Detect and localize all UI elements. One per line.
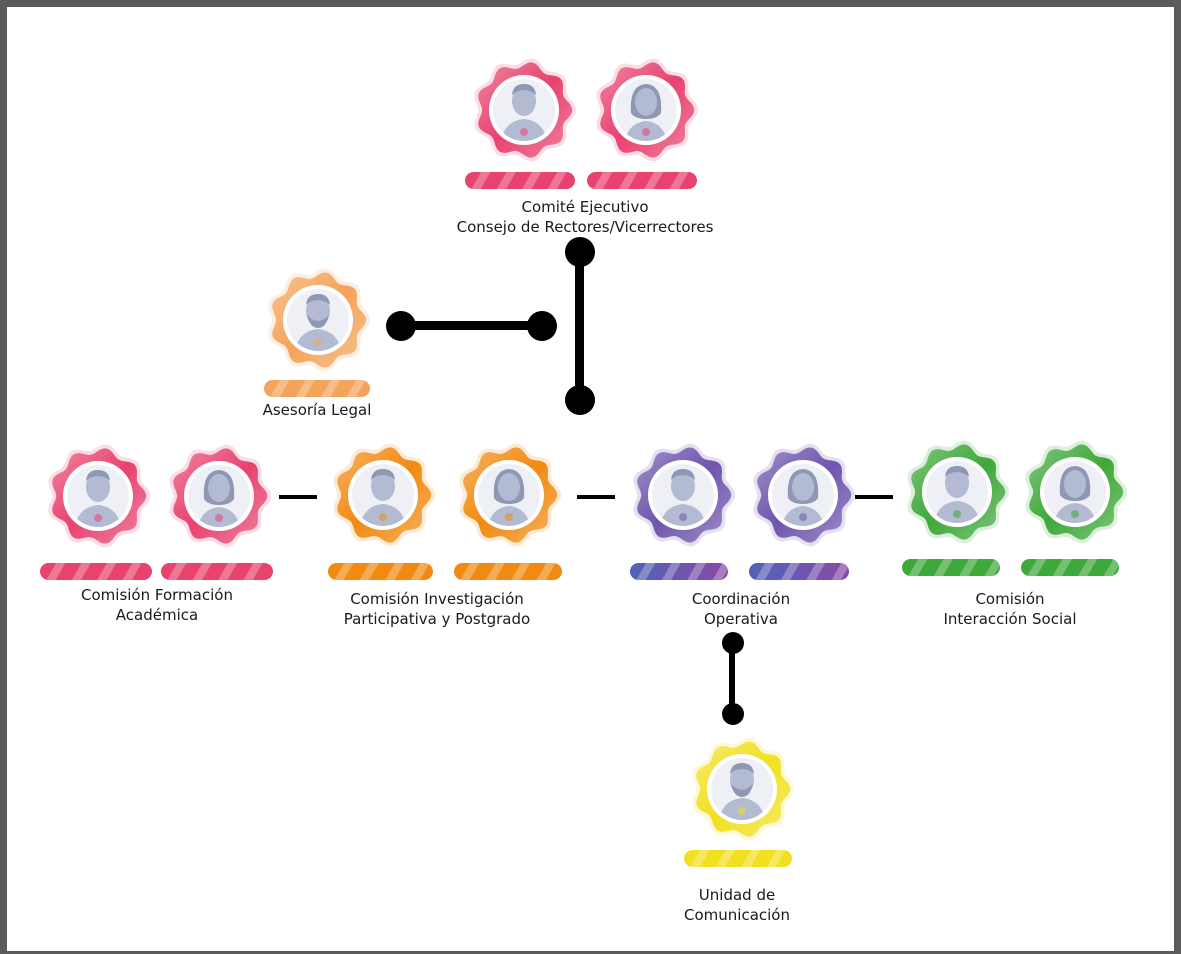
name-bar	[587, 172, 697, 189]
connector-line	[575, 257, 584, 392]
avatar-coordinacion-woman	[748, 440, 858, 550]
avatar-badge-bar-chart-icon	[333, 443, 436, 547]
label-asesoria: Asesoría Legal	[262, 401, 372, 419]
label-comite: Comité Ejecutivo Consejo de Rectores/Vic…	[456, 198, 714, 236]
connector-dot	[386, 311, 416, 341]
connector-line	[729, 649, 735, 704]
avatar-investigacion-woman	[454, 440, 564, 550]
avatar-coordinacion-man	[628, 440, 738, 550]
name-bar	[749, 563, 849, 580]
avatar-interaccion-woman	[1020, 437, 1130, 547]
label-interaccion: Comisión Interacción Social	[943, 590, 1077, 628]
avatar-comite-woman	[591, 55, 701, 165]
avatar-comite-man	[469, 55, 579, 165]
avatar-interaccion-man	[902, 437, 1012, 547]
connector-line	[279, 495, 317, 499]
name-bar	[630, 563, 728, 580]
name-bar	[684, 850, 792, 867]
avatar-badge-team-icon	[633, 443, 736, 547]
name-bar	[264, 380, 370, 397]
name-bar	[465, 172, 575, 189]
avatar-badge-stars-icon	[268, 268, 371, 372]
name-bar	[40, 563, 152, 580]
connector-dot	[722, 632, 744, 654]
name-bar	[161, 563, 273, 580]
label-comunicacion: Unidad de Comunicación	[684, 886, 790, 924]
avatar-badge-gear-icon	[596, 58, 699, 162]
connector-dot	[565, 385, 595, 415]
avatar-badge-stars-icon	[692, 737, 795, 841]
avatar-badge-team-icon	[907, 440, 1010, 544]
label-coordinacion: Coordinación Operativa	[691, 590, 791, 628]
avatar-badge-gear-icon	[474, 58, 577, 162]
avatar-investigacion-man	[328, 440, 438, 550]
name-bar	[1021, 559, 1119, 576]
label-formacion: Comisión Formación Académica	[81, 586, 233, 624]
avatar-comunicacion	[687, 734, 797, 844]
connector-line	[413, 321, 533, 330]
name-bar	[454, 563, 562, 580]
avatar-badge-magnifier-icon	[169, 444, 272, 548]
avatar-badge-bar-chart-icon	[459, 443, 562, 547]
avatar-badge-gears-icon	[48, 444, 151, 548]
avatar-asesoria-legal	[263, 265, 373, 375]
connector-line	[577, 495, 615, 499]
connector-dot	[722, 703, 744, 725]
connector-dot	[527, 311, 557, 341]
avatar-formacion-woman	[164, 441, 274, 551]
avatar-formacion-man	[43, 441, 153, 551]
name-bar	[902, 559, 1000, 576]
connector-line	[855, 495, 893, 499]
label-investigacion: Comisión Investigación Participativa y P…	[343, 590, 531, 628]
avatar-badge-team-icon	[753, 443, 856, 547]
name-bar	[328, 563, 433, 580]
avatar-badge-team-icon	[1025, 440, 1128, 544]
